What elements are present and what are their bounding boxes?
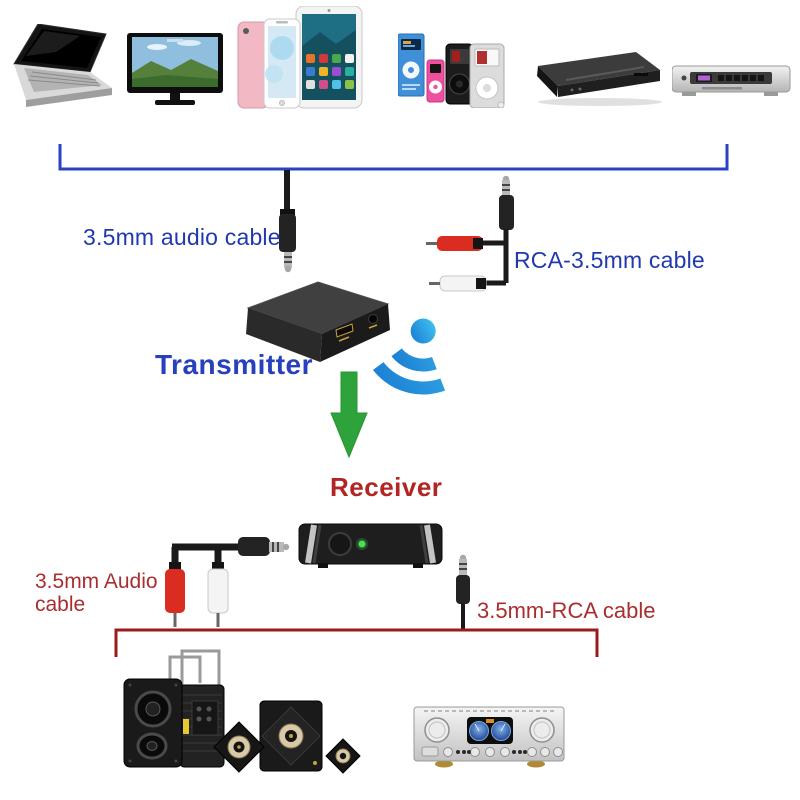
down-arrow-icon	[330, 371, 368, 459]
transmitter-box	[246, 281, 390, 362]
receiver-label: Receiver	[330, 472, 443, 502]
speaker-set-icon	[213, 700, 361, 774]
bottom-rca-cable-label: 3.5mm-RCA cable	[477, 598, 656, 623]
transmitter-label: Transmitter	[155, 349, 313, 380]
rca-cable-top-icon	[426, 175, 514, 292]
receiver-box	[298, 523, 443, 568]
mp3-players-icon	[398, 33, 505, 108]
rca-cable-bottom-icon	[456, 554, 470, 631]
source-devices-bracket	[58, 144, 729, 171]
satellite-receiver-icon	[672, 65, 791, 96]
top-rca-cable-label: RCA-3.5mm cable	[514, 247, 705, 273]
laptop-icon	[13, 24, 112, 107]
audio-cable-top-icon	[279, 170, 296, 273]
pa-speakers-icon	[123, 649, 225, 768]
amplifier-icon	[413, 706, 565, 768]
top-audio-cable-label: 3.5mm audio cable	[83, 224, 281, 250]
output-devices-bracket	[114, 628, 599, 657]
dvd-player-icon	[537, 52, 662, 106]
bottom-audio-cable-label: 3.5mm Audio cable	[35, 570, 158, 616]
tv-icon	[127, 33, 223, 105]
smartphone-tablet-icon	[237, 6, 363, 109]
audio-cable-bottom-icon	[165, 537, 290, 627]
